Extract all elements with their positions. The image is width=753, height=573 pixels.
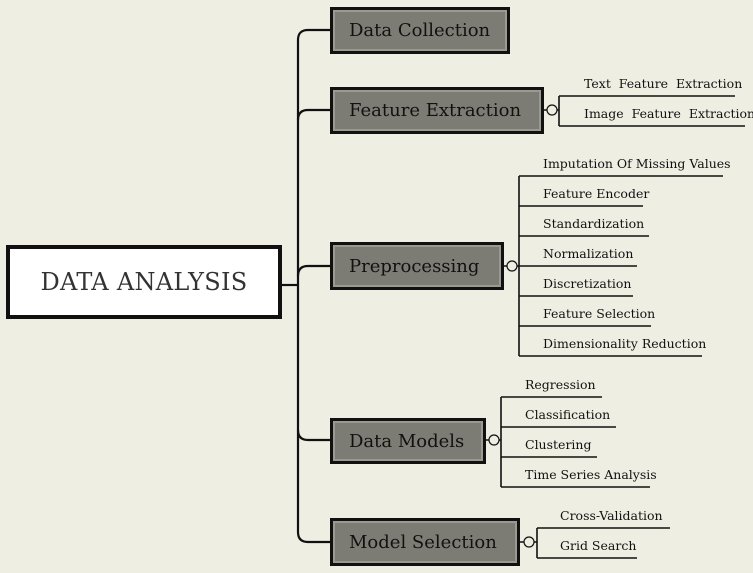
branch-feature-extraction[interactable]: Feature Extraction bbox=[330, 87, 544, 134]
leaf-grid-search[interactable]: Grid Search bbox=[560, 538, 637, 553]
collapse-knob bbox=[488, 434, 500, 446]
trunk-line bbox=[296, 28, 330, 544]
leaf-image-feature-extraction[interactable]: Image Feature Extraction bbox=[584, 106, 753, 121]
collapse-knob bbox=[523, 536, 535, 548]
root-node[interactable]: DATA ANALYSIS bbox=[6, 245, 282, 319]
leaf-dimensionality-reduction[interactable]: Dimensionality Reduction bbox=[543, 336, 707, 351]
leaf-discretization[interactable]: Discretization bbox=[543, 276, 632, 291]
branch-label: Model Selection bbox=[349, 531, 497, 553]
root-label: DATA ANALYSIS bbox=[40, 268, 248, 296]
branch-preprocessing[interactable]: Preprocessing bbox=[330, 242, 504, 290]
leaf-classification[interactable]: Classification bbox=[525, 407, 611, 422]
branch-data-collection[interactable]: Data Collection bbox=[330, 7, 510, 54]
leaf-cross-validation[interactable]: Cross-Validation bbox=[560, 508, 663, 523]
leaf-feature-selection[interactable]: Feature Selection bbox=[543, 306, 656, 321]
leaf-clustering[interactable]: Clustering bbox=[525, 437, 592, 452]
branch-label: Preprocessing bbox=[349, 255, 480, 277]
leaf-feature-encoder[interactable]: Feature Encoder bbox=[543, 186, 650, 201]
collapse-knob bbox=[546, 104, 558, 116]
branch-label: Data Collection bbox=[349, 20, 491, 41]
branch-label: Data Models bbox=[349, 430, 465, 452]
collapse-knob bbox=[506, 260, 518, 272]
leaf-normalization[interactable]: Normalization bbox=[543, 246, 634, 261]
leaf-regression[interactable]: Regression bbox=[525, 377, 596, 392]
branch-data-models[interactable]: Data Models bbox=[330, 418, 486, 464]
leaf-standardization[interactable]: Standardization bbox=[543, 216, 645, 231]
leaf-text-feature-extraction[interactable]: Text Feature Extraction bbox=[584, 76, 743, 91]
leaf-imputation-of-missing-values[interactable]: Imputation Of Missing Values bbox=[543, 156, 731, 171]
branch-model-selection[interactable]: Model Selection bbox=[330, 518, 520, 566]
branch-label: Feature Extraction bbox=[349, 100, 522, 121]
branch-connector-preprocessing bbox=[296, 264, 330, 277]
branch-connector-data-models bbox=[296, 429, 330, 442]
leaf-time-series-analysis[interactable]: Time Series Analysis bbox=[525, 467, 657, 482]
branch-connector-feature-extraction bbox=[296, 108, 330, 121]
